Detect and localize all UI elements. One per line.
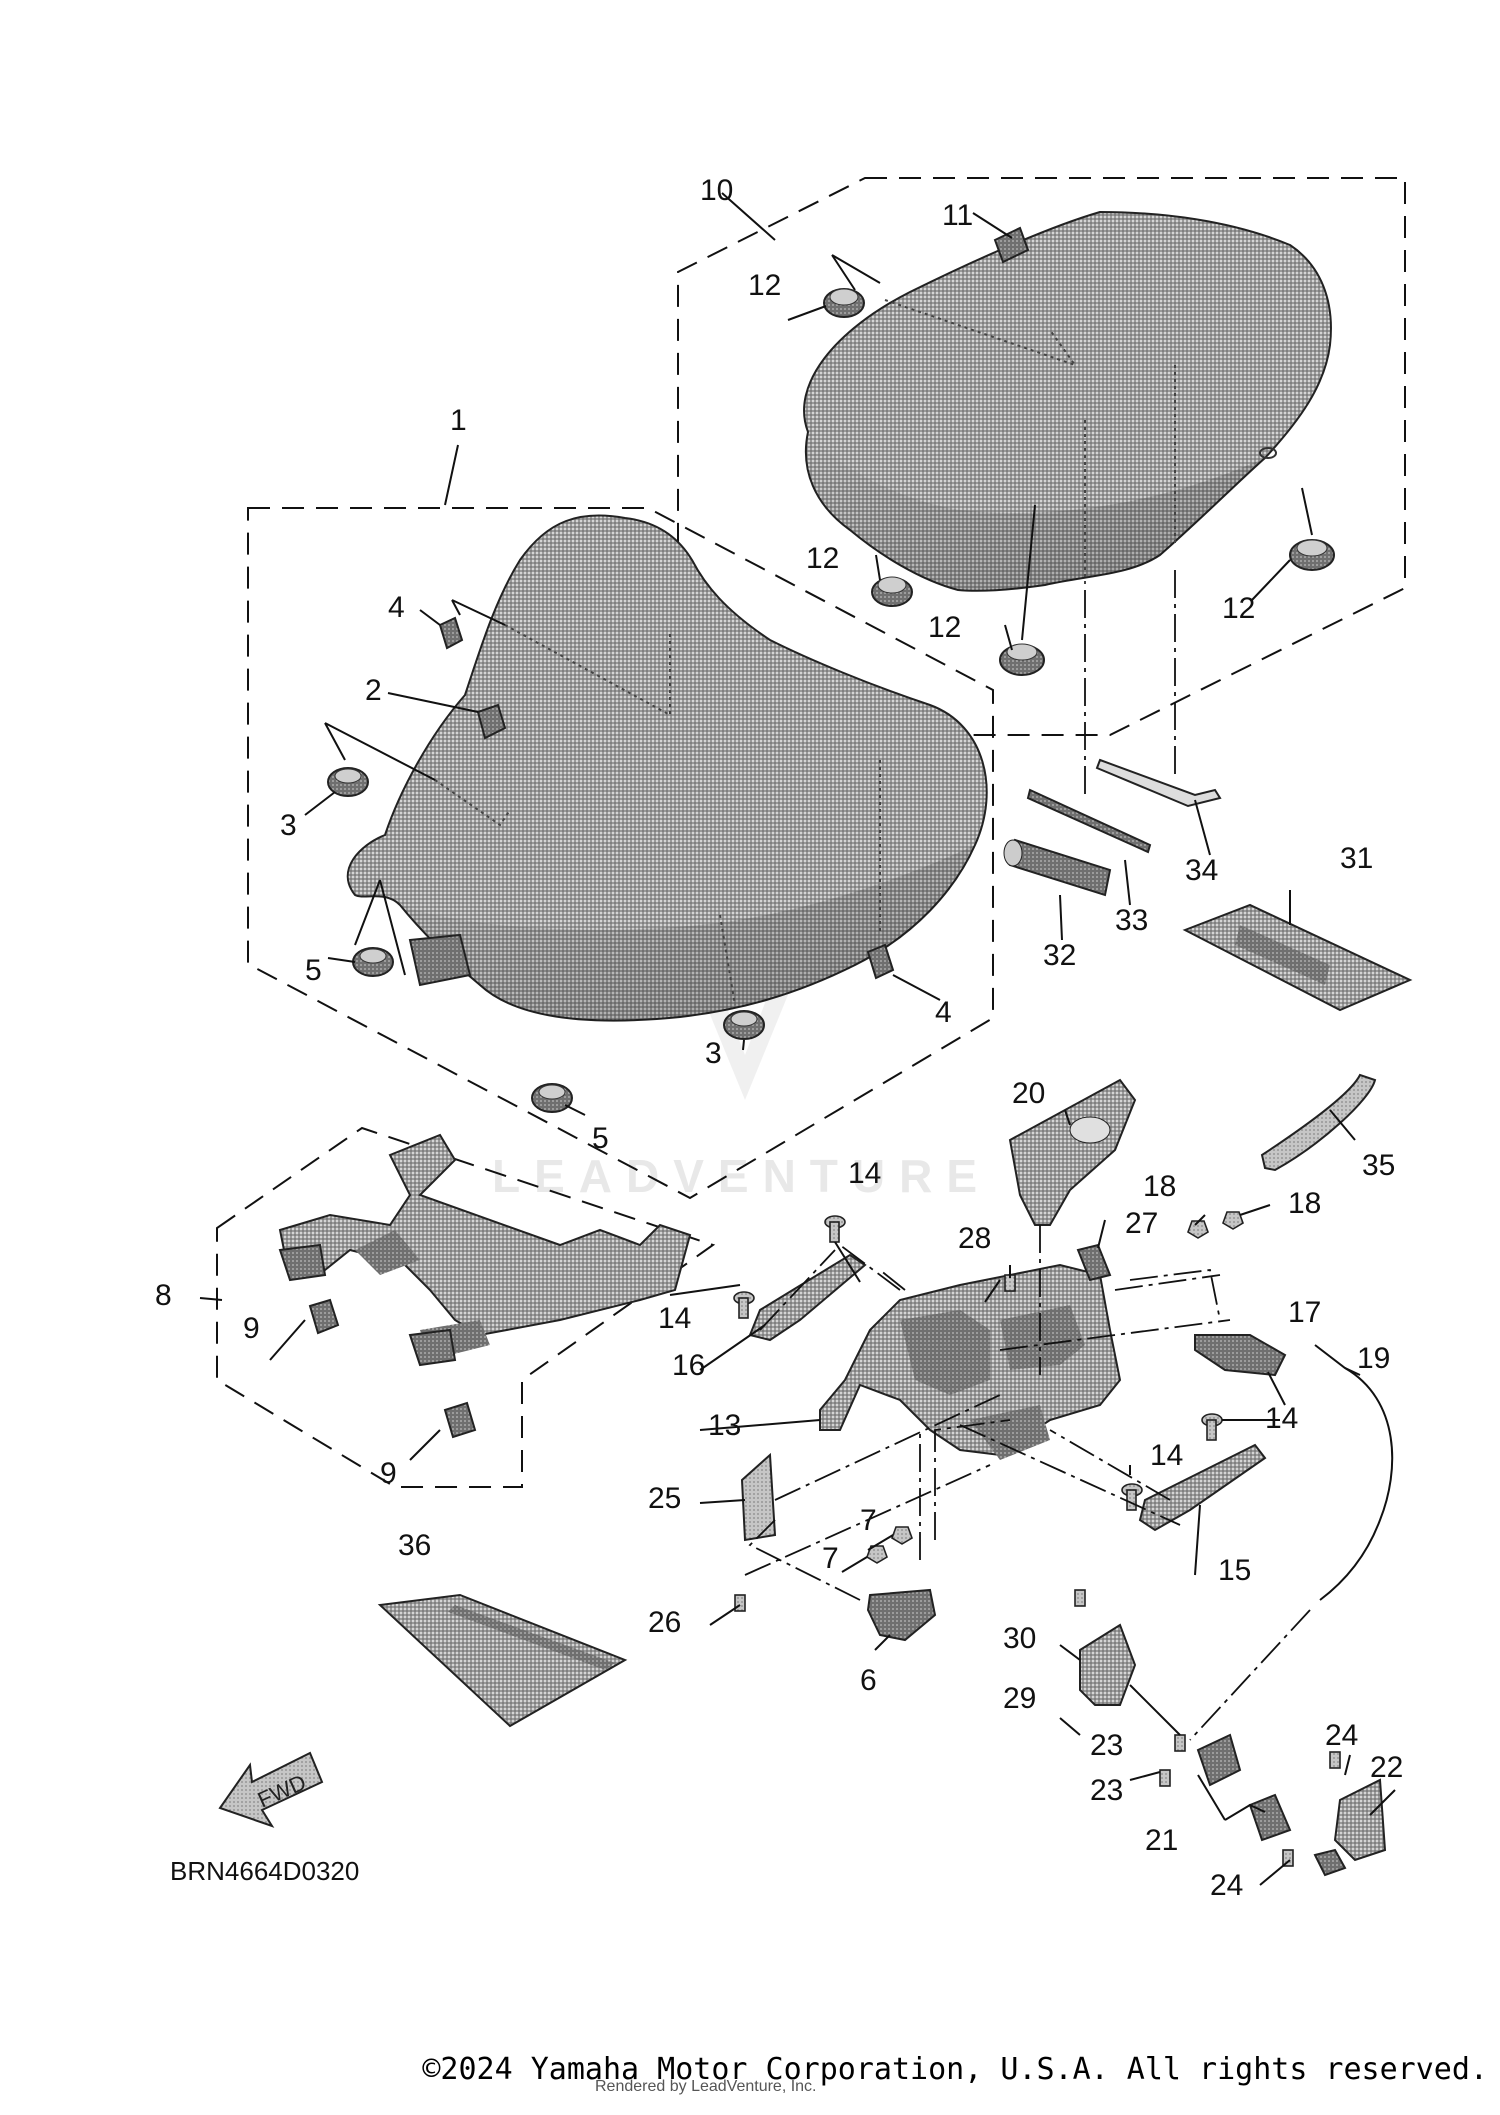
callout-26: 26 — [648, 1606, 681, 1639]
bracket-16 — [748, 1253, 867, 1342]
fasteners — [733, 1211, 1341, 1867]
callout-11: 11 — [942, 199, 973, 232]
plate-20 — [1008, 1078, 1137, 1226]
callout-36: 36 — [398, 1529, 431, 1562]
tool-grip-32 — [1003, 838, 1112, 897]
rear-seat — [803, 210, 1332, 592]
callout-28: 28 — [958, 1222, 991, 1255]
rendered-by-text: Rendered by LeadVenture, Inc. — [595, 2078, 817, 2095]
fwd-arrow-icon: FWD — [218, 1751, 324, 1828]
callout-24b: 24 — [1210, 1869, 1243, 1902]
callout-25: 25 — [648, 1482, 681, 1515]
assembly-lines — [744, 1225, 1231, 1601]
callout-23b: 23 — [1090, 1774, 1123, 1807]
rubber-5b — [531, 1083, 573, 1113]
callout-17: 17 — [1288, 1296, 1321, 1329]
screwdriver-33 — [1026, 788, 1152, 854]
callout-14a: 14 — [848, 1157, 881, 1190]
callout-12a: 12 — [748, 269, 781, 302]
callout-19: 19 — [1357, 1342, 1390, 1375]
holder-27 — [1076, 1243, 1112, 1282]
rubber-9b — [443, 1401, 477, 1439]
callout-14d: 14 — [1150, 1439, 1183, 1472]
callout-7a: 7 — [860, 1504, 877, 1537]
callout-33: 33 — [1115, 904, 1148, 937]
copyright-notice: ©2024 Yamaha Motor Corporation, U.S.A. A… — [422, 2052, 1488, 2087]
rubber-damper-3a — [327, 767, 369, 797]
rubber-5a — [352, 947, 394, 977]
callout-22: 22 — [1370, 1751, 1403, 1784]
callout-12d: 12 — [1222, 592, 1255, 625]
callout-4b: 4 — [935, 996, 952, 1029]
callout-15: 15 — [1218, 1554, 1251, 1587]
lock-base-13 — [819, 1263, 1122, 1460]
bracket-25 — [740, 1452, 777, 1542]
callout-20: 20 — [1012, 1077, 1045, 1110]
callout-12c: 12 — [928, 611, 961, 644]
callout-8: 8 — [155, 1279, 172, 1312]
nut-4b — [866, 943, 895, 980]
rubber-damper-12c — [999, 643, 1045, 676]
callout-35: 35 — [1362, 1149, 1395, 1182]
callout-18b: 18 — [1288, 1187, 1321, 1220]
callout-32: 32 — [1043, 939, 1076, 972]
callout-16: 16 — [672, 1349, 705, 1382]
callout-9b: 9 — [380, 1457, 397, 1490]
callout-4a: 4 — [388, 591, 405, 624]
callout-21: 21 — [1145, 1824, 1178, 1857]
rubber-damper-12a — [823, 288, 865, 318]
callout-18a: 18 — [1143, 1170, 1176, 1203]
callout-3a: 3 — [280, 809, 297, 842]
callouts: 1 2 3 3 4 4 5 5 6 7 7 8 9 9 10 11 12 12 … — [155, 174, 1403, 1902]
callout-31: 31 — [1340, 842, 1373, 875]
watermark-text: LEADVENTURE — [492, 1150, 991, 1202]
lock-cable-19 — [1314, 1344, 1394, 1601]
callout-34: 34 — [1185, 854, 1218, 887]
stay-17 — [1194, 1334, 1287, 1377]
nut-4a — [438, 616, 464, 650]
hook-6 — [866, 1588, 937, 1642]
callout-30: 30 — [1003, 1622, 1036, 1655]
callout-6: 6 — [860, 1664, 877, 1697]
callout-27: 27 — [1125, 1207, 1158, 1240]
bracket-15 — [1138, 1443, 1267, 1532]
seat-bracket — [278, 1133, 692, 1367]
callout-7b: 7 — [822, 1542, 839, 1575]
callout-2: 2 — [365, 674, 382, 707]
group-boundary-rear-seat — [677, 177, 1406, 736]
callout-12b: 12 — [806, 542, 839, 575]
band-35 — [1260, 1073, 1377, 1172]
wrench-34 — [1095, 758, 1222, 808]
lock-cylinder-22 — [1313, 1778, 1387, 1877]
rubber-9a — [308, 1298, 340, 1335]
callout-29: 29 — [1003, 1682, 1036, 1715]
leader-lines — [199, 192, 1396, 1886]
callout-5a: 5 — [305, 954, 322, 987]
callout-5b: 5 — [592, 1122, 609, 1155]
rubber-damper-12d — [1289, 539, 1335, 571]
callout-14b: 14 — [658, 1302, 691, 1335]
bracket-29 — [1079, 1623, 1137, 1706]
diagram-code: BRN4664D0320 — [170, 1856, 359, 1886]
callout-13: 13 — [708, 1409, 741, 1442]
callout-9a: 9 — [243, 1312, 260, 1345]
chain-line-cable — [1189, 1609, 1311, 1741]
callout-24a: 24 — [1325, 1719, 1358, 1752]
tool-bag-31 — [1182, 903, 1413, 1012]
seat-tray-36 — [377, 1593, 628, 1728]
callout-14c: 14 — [1265, 1402, 1298, 1435]
callout-3b: 3 — [705, 1037, 722, 1070]
rider-seat — [346, 514, 988, 1022]
callout-10: 10 — [700, 174, 733, 207]
rubber-damper-12b — [871, 576, 913, 607]
seat-lock-assy-21 — [1196, 1733, 1292, 1842]
callout-23a: 23 — [1090, 1729, 1123, 1762]
rubber-damper-3b — [723, 1010, 765, 1040]
group-boundary-seat-bracket — [216, 1126, 716, 1488]
callout-1: 1 — [450, 404, 467, 437]
